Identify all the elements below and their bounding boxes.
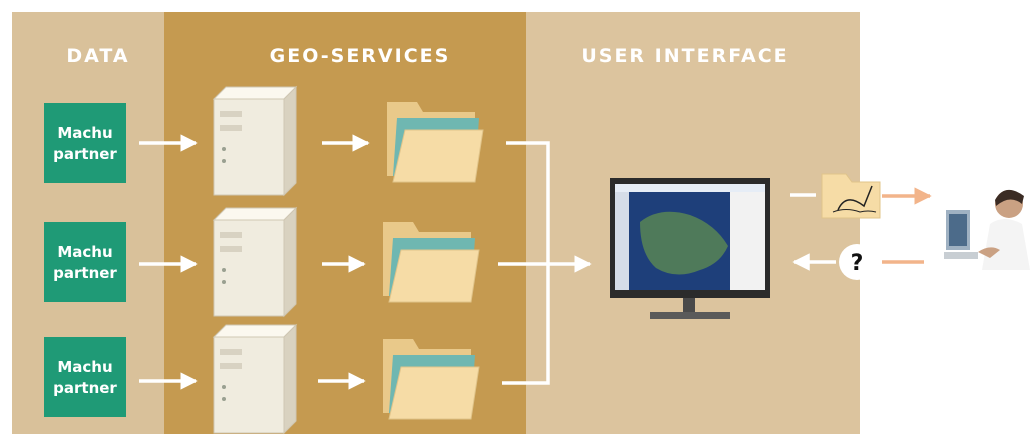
folder-icon (382, 338, 480, 420)
server-icon (213, 324, 297, 434)
server-icon (213, 207, 297, 317)
question-mark: ? (851, 251, 864, 276)
partner-label-line1: Machu (57, 358, 112, 376)
partner-label-line2: partner (53, 145, 117, 163)
folder-icon (382, 221, 480, 303)
map-folder-icon (821, 173, 881, 219)
folder-icon (386, 101, 484, 183)
header-data: DATA (66, 45, 129, 67)
header-user-interface: USER INTERFACE (581, 45, 788, 67)
header-geo-services: GEO-SERVICES (270, 45, 451, 67)
partner-label-line2: partner (53, 379, 117, 397)
question-icon: ? (839, 244, 875, 280)
partner-label-line1: Machu (57, 243, 112, 261)
partner-label-line1: Machu (57, 124, 112, 142)
monitor-icon (610, 178, 770, 319)
partner-box: Machu partner (44, 222, 126, 302)
partner-box: Machu partner (44, 337, 126, 417)
partner-label-line2: partner (53, 264, 117, 282)
server-icon (213, 86, 297, 196)
partner-box: Machu partner (44, 103, 126, 183)
user-at-computer-icon (944, 189, 1030, 270)
